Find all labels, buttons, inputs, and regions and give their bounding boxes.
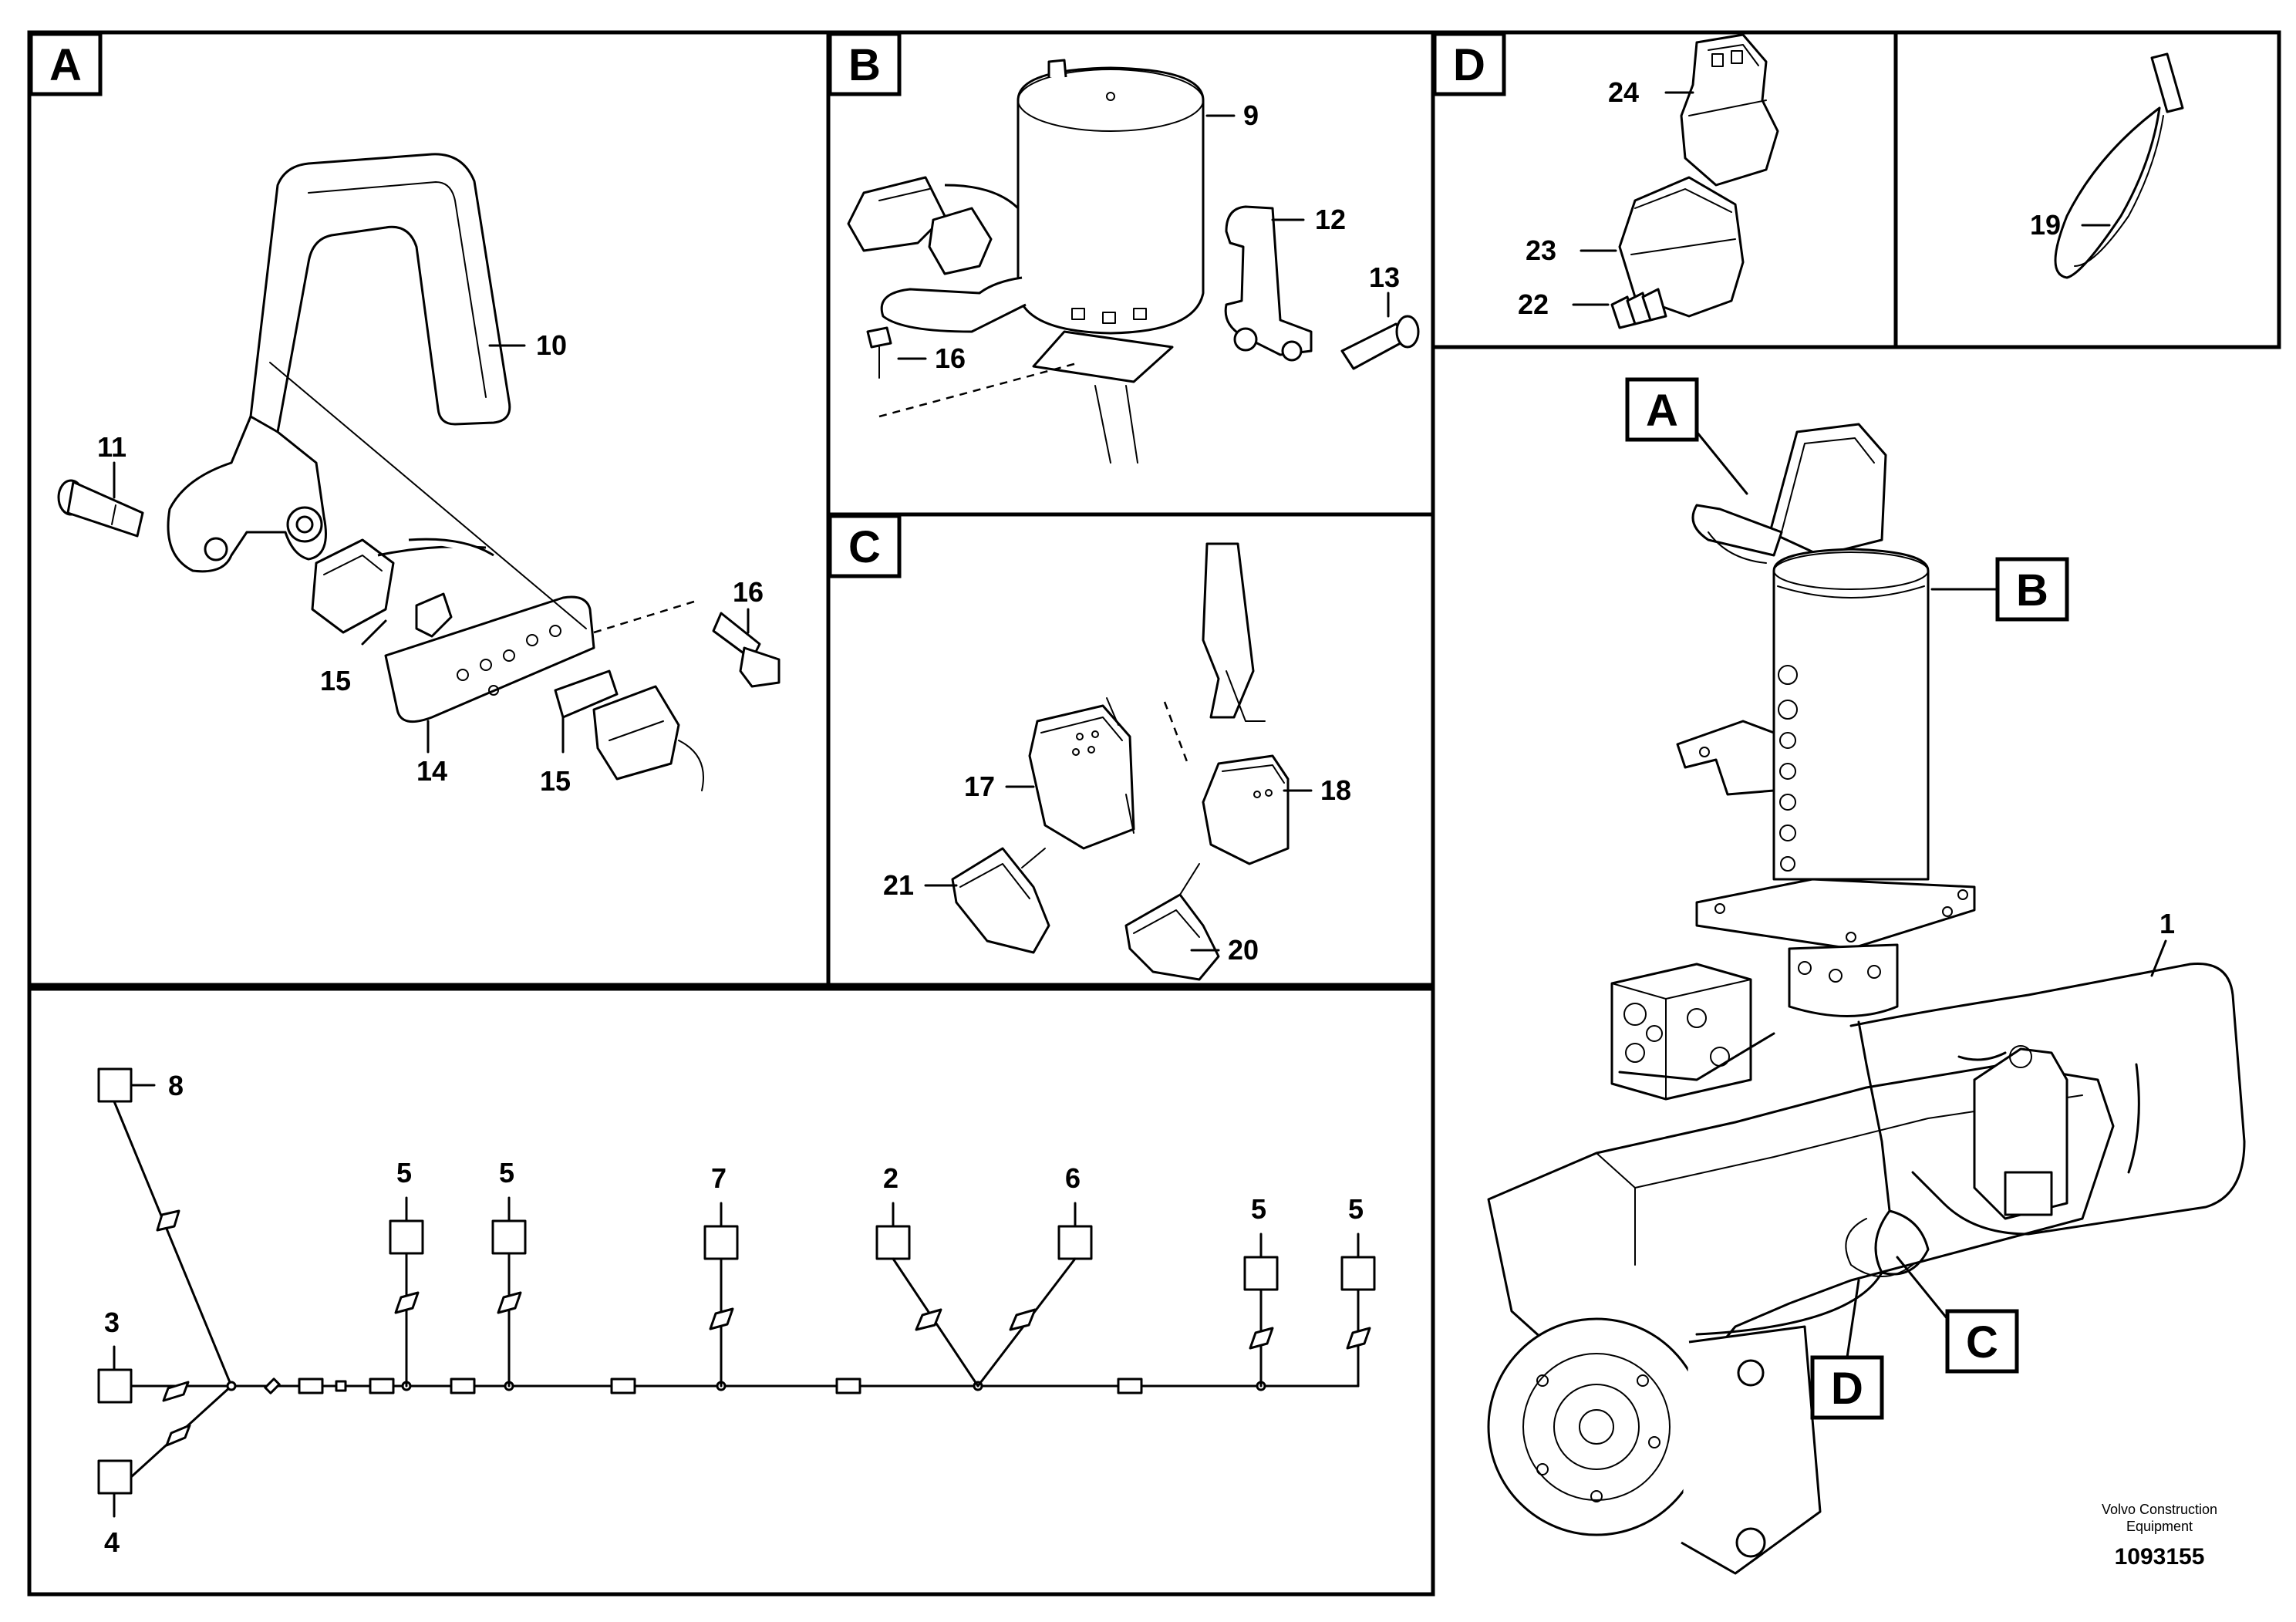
svg-text:12: 12 xyxy=(1315,204,1346,235)
panel-c-drawing xyxy=(951,542,1290,981)
svg-text:Equipment: Equipment xyxy=(2126,1519,2193,1534)
svg-text:B: B xyxy=(2016,565,2048,615)
svg-text:A: A xyxy=(49,40,82,90)
svg-text:9: 9 xyxy=(1243,99,1259,131)
connector-box-5c xyxy=(1243,1256,1279,1291)
svg-text:10: 10 xyxy=(536,329,567,361)
overview-locator-d: D xyxy=(1810,1279,1884,1420)
panel-c-callouts: 17 18 21 20 xyxy=(883,771,1351,966)
panel-b-callouts: 9 12 13 16 xyxy=(897,99,1400,374)
svg-text:A: A xyxy=(1646,386,1678,436)
svg-text:20: 20 xyxy=(1228,934,1259,966)
svg-text:5: 5 xyxy=(396,1157,412,1189)
svg-text:5: 5 xyxy=(1348,1193,1364,1225)
svg-text:2: 2 xyxy=(883,1162,899,1194)
panel-d-label: D xyxy=(1432,32,1506,96)
connector-17 xyxy=(1028,704,1135,850)
svg-text:8: 8 xyxy=(168,1070,184,1101)
svg-text:23: 23 xyxy=(1526,234,1556,266)
svg-text:14: 14 xyxy=(416,755,447,787)
mounting-plate xyxy=(384,595,595,723)
connector-18 xyxy=(1202,754,1290,865)
panel-c-label: C xyxy=(828,514,902,578)
panel-d-callouts: 24 23 22 xyxy=(1518,76,1694,320)
panel-frames xyxy=(27,30,2281,1597)
panel-a-callouts: 10 11 15 14 15 16 xyxy=(97,329,764,797)
cable-c xyxy=(1202,542,1255,719)
connector-box-3 xyxy=(97,1368,133,1404)
svg-text:21: 21 xyxy=(883,869,914,901)
wiring-schematic xyxy=(97,1067,1376,1518)
overview-callout-1: 1 xyxy=(2150,908,2175,977)
svg-text:18: 18 xyxy=(1320,774,1351,806)
connector-box-4 xyxy=(97,1459,133,1495)
panel-d-drawing xyxy=(1610,33,1779,329)
svg-text:17: 17 xyxy=(964,771,995,802)
bolt-16b xyxy=(866,326,1081,418)
connector-plate-lower xyxy=(554,669,619,719)
bolt-16a xyxy=(712,612,781,688)
svg-text:C: C xyxy=(1966,1317,1998,1367)
svg-text:5: 5 xyxy=(1251,1193,1266,1225)
terminals-22 xyxy=(1610,288,1667,329)
bracket-hoop xyxy=(248,153,511,449)
svg-text:D: D xyxy=(1453,40,1485,90)
connector-box-5d xyxy=(1340,1256,1376,1291)
bracket-arm xyxy=(167,415,327,573)
svg-text:16: 16 xyxy=(935,342,966,374)
overview-locator-b: B xyxy=(1930,557,2069,622)
connector-box-8 xyxy=(97,1067,133,1103)
svg-text:15: 15 xyxy=(540,765,571,797)
svg-text:16: 16 xyxy=(733,576,764,608)
svg-text:Volvo Construction: Volvo Construction xyxy=(2102,1502,2217,1517)
schematic-callouts: 8 3 4 5 5 7 2 6 5 5 xyxy=(104,1070,1364,1558)
cover-21 xyxy=(951,847,1050,954)
bolt-13 xyxy=(1340,315,1420,370)
clip-bracket-12 xyxy=(1224,205,1313,356)
svg-text:B: B xyxy=(848,40,881,90)
svg-text:5: 5 xyxy=(499,1157,514,1189)
svg-text:1: 1 xyxy=(2159,908,2175,939)
footer: Volvo Construction Equipment 1093155 xyxy=(2102,1502,2217,1570)
connector-24 xyxy=(1680,33,1779,187)
connector-box-7 xyxy=(703,1225,739,1260)
connector-box-6 xyxy=(1057,1225,1093,1260)
svg-text:7: 7 xyxy=(711,1162,727,1194)
harness-1 xyxy=(1849,963,2246,1236)
connector-box-5a xyxy=(389,1219,424,1255)
overview-locator-a: A xyxy=(1625,377,1748,495)
panel-b-label: B xyxy=(828,32,902,96)
svg-text:D: D xyxy=(1831,1364,1863,1414)
svg-text:4: 4 xyxy=(104,1526,120,1558)
svg-text:24: 24 xyxy=(1608,76,1639,108)
svg-text:C: C xyxy=(848,522,881,572)
overview-drawing xyxy=(1487,423,2246,1575)
svg-text:19: 19 xyxy=(2030,209,2061,241)
panel-a-drawing xyxy=(57,153,781,791)
svg-text:15: 15 xyxy=(320,665,351,696)
cover-20 xyxy=(1124,893,1220,981)
overview-locator-c: C xyxy=(1896,1256,2019,1374)
panel-a-label: A xyxy=(29,32,103,96)
document-number: 1093155 xyxy=(2115,1544,2205,1570)
connector-box-5b xyxy=(491,1219,527,1255)
cable-tie-drawing: 19 xyxy=(2030,52,2184,279)
bolt-11 xyxy=(57,479,144,538)
svg-text:22: 22 xyxy=(1518,288,1549,320)
connector-box-2 xyxy=(875,1225,911,1260)
svg-text:6: 6 xyxy=(1065,1162,1081,1194)
svg-text:13: 13 xyxy=(1369,261,1400,293)
svg-text:11: 11 xyxy=(97,431,126,463)
panel-b-drawing xyxy=(847,59,1420,464)
svg-text:3: 3 xyxy=(104,1307,120,1338)
